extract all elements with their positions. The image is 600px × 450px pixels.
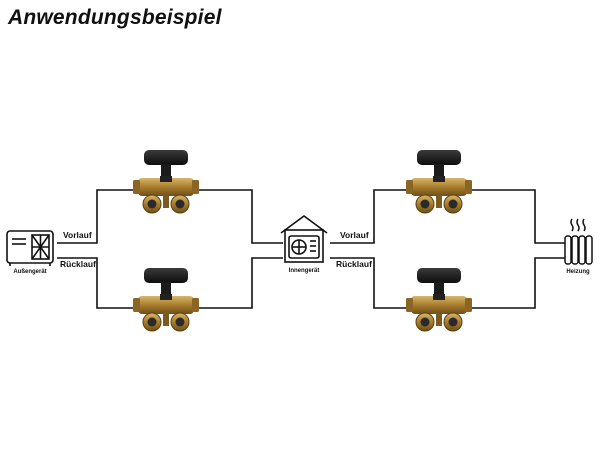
left-supply-line — [57, 189, 138, 244]
valve-icon — [132, 149, 200, 214]
right-return-line-out — [467, 257, 560, 309]
valve-icon — [405, 267, 473, 332]
left-supply-line-out — [193, 189, 283, 244]
left-return-line-out — [193, 257, 283, 309]
indoor-unit-icon — [280, 215, 328, 263]
right-supply-line-out — [467, 189, 560, 244]
right-supply-line — [330, 189, 410, 244]
valve-icon — [405, 149, 473, 214]
heating-label: Heizung — [566, 269, 590, 275]
left-supply-label: Vorlauf — [63, 230, 92, 240]
valve-icon — [132, 267, 200, 332]
page-title: Anwendungsbeispiel — [8, 6, 222, 29]
right-supply-label: Vorlauf — [340, 230, 369, 240]
right-return-line — [330, 257, 410, 309]
outdoor-unit-icon — [6, 230, 54, 266]
left-return-label: Rücklauf — [60, 259, 96, 269]
left-return-line — [57, 257, 138, 309]
right-return-label: Rücklauf — [336, 259, 372, 269]
piping — [57, 189, 560, 309]
radiator-icon — [560, 218, 593, 265]
indoor-unit-label: Innengerät — [289, 268, 320, 274]
outdoor-unit-label: Außengerät — [13, 269, 46, 275]
